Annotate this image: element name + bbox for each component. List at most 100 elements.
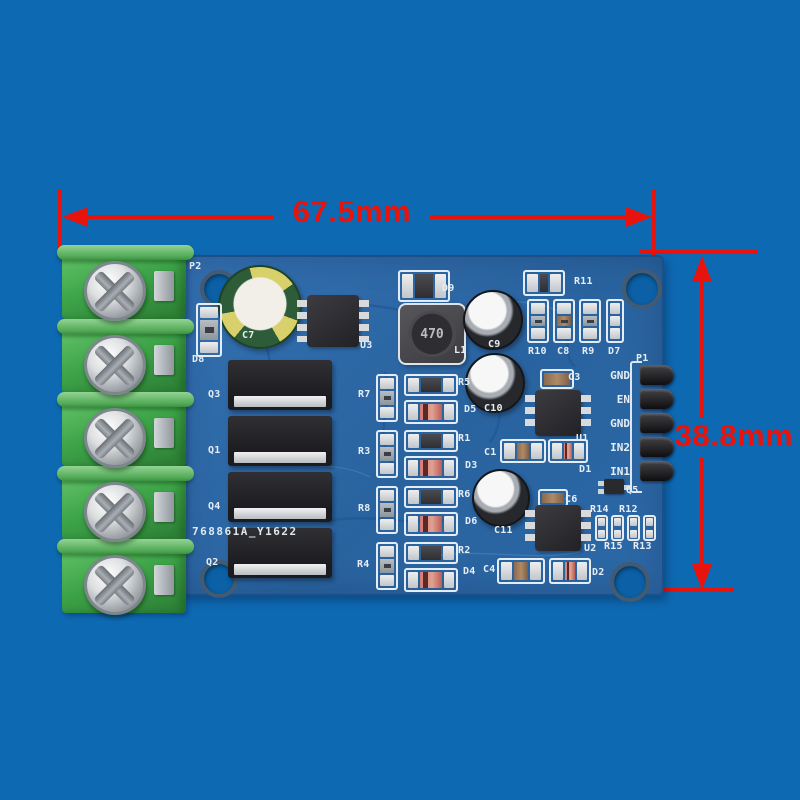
capacitor-c4 [497, 558, 545, 584]
label-q5: Q5 [626, 485, 639, 496]
height-dimension-line [700, 278, 704, 418]
screw-terminal [57, 539, 194, 615]
terminal-screw-icon [84, 555, 146, 615]
mosfet-q1 [228, 416, 332, 466]
terminal-flange [57, 465, 194, 481]
label-c9: C9 [488, 339, 501, 350]
arrow-up-icon [692, 256, 712, 282]
terminal-clamp [154, 271, 174, 301]
board-code: 768861A_Y1622 [192, 525, 298, 538]
label-r12: R12 [619, 504, 638, 515]
resistor-r11 [523, 270, 565, 296]
label-d5: D5 [464, 404, 477, 415]
label-c6: C6 [565, 494, 578, 505]
label-q2: Q2 [206, 557, 219, 568]
resistor-r3 [376, 430, 398, 478]
terminal-clamp [154, 491, 174, 522]
capacitor-c1 [500, 439, 546, 463]
terminal-clamp [154, 418, 174, 448]
label-q4: Q4 [208, 501, 221, 512]
label-d6: D6 [465, 516, 478, 527]
resistor-r13 [643, 515, 656, 541]
label-q1: Q1 [208, 445, 221, 456]
width-dimension-line-2 [430, 215, 628, 219]
label-r9: R9 [582, 346, 595, 357]
ic-u2 [525, 505, 591, 551]
resistor-r6 [404, 486, 458, 508]
pin-label-gnd: GND [610, 417, 630, 430]
label-r6: R6 [458, 489, 471, 500]
terminal-screw-icon [84, 334, 146, 395]
label-p2: P2 [189, 261, 202, 272]
arrow-right-icon [626, 207, 652, 227]
inductor-marking: 470 [408, 311, 456, 357]
header-pin [640, 413, 674, 433]
width-extension-line-left [58, 190, 62, 252]
height-dimension-line-2 [700, 458, 704, 566]
resistor-r8 [376, 486, 398, 534]
arrow-left-icon [62, 207, 88, 227]
terminal-screw-icon [84, 408, 146, 468]
screw-terminal [57, 392, 194, 468]
label-r14: R14 [590, 504, 609, 515]
resistor-r5 [404, 374, 458, 396]
label-l1: L1 [454, 345, 467, 356]
diode-d4 [404, 568, 458, 592]
header-p1-outline [630, 361, 642, 493]
mounting-hole-bottom-right [610, 562, 650, 602]
height-dimension-label: 38.8mm [674, 418, 794, 453]
resistor-r14 [595, 515, 608, 541]
diode-d6 [404, 512, 458, 536]
label-d9: D9 [442, 283, 455, 294]
header-pin [640, 437, 674, 457]
arrow-down-icon [692, 564, 712, 590]
label-r5: R5 [458, 377, 471, 388]
resistor-r4 [376, 542, 398, 590]
ic-u1 [525, 390, 591, 436]
label-r11: R11 [574, 276, 593, 287]
terminal-clamp [154, 565, 174, 595]
label-r4: R4 [357, 559, 370, 570]
label-c10: C10 [484, 403, 503, 414]
pin-label-in2: IN2 [610, 441, 630, 454]
label-r1: R1 [458, 433, 471, 444]
terminal-flange [57, 318, 194, 334]
terminal-flange [57, 245, 194, 260]
diode-d1 [548, 439, 588, 463]
width-dimension-label: 67.5mm [292, 194, 412, 229]
resistor-r10 [527, 299, 549, 343]
label-c1: C1 [484, 447, 497, 458]
label-r7: R7 [358, 389, 371, 400]
screw-terminal [57, 245, 194, 321]
screw-terminal [57, 318, 194, 395]
label-d4: D4 [463, 566, 476, 577]
diode-d9 [398, 270, 450, 302]
header-pin [640, 461, 674, 481]
label-c7: C7 [242, 330, 255, 341]
label-r13: R13 [633, 541, 652, 552]
width-extension-line-right [652, 190, 656, 304]
label-q3: Q3 [208, 389, 221, 400]
capacitor-c11 [472, 469, 530, 527]
label-r8: R8 [358, 503, 371, 514]
label-u3: U3 [360, 340, 373, 351]
header-pin [640, 365, 674, 385]
capacitor-c7 [218, 265, 302, 349]
terminal-flange [57, 392, 194, 407]
terminal-screw-icon [84, 481, 146, 542]
pcb-board: 470 [178, 255, 674, 602]
pin-label-gnd: GND [610, 369, 630, 382]
transistor-q5 [598, 479, 630, 494]
resistor-r9 [579, 299, 601, 343]
pin-label-in1: IN1 [610, 465, 630, 478]
ic-u3 [297, 295, 369, 347]
terminal-screw-icon [84, 261, 146, 321]
terminal-flange [57, 539, 194, 554]
screw-terminal [57, 465, 194, 542]
label-c4: C4 [483, 564, 496, 575]
label-u2: U2 [584, 543, 597, 554]
label-r10: R10 [528, 346, 547, 357]
pin-label-en: EN [616, 393, 630, 406]
diode-d2 [549, 558, 591, 584]
